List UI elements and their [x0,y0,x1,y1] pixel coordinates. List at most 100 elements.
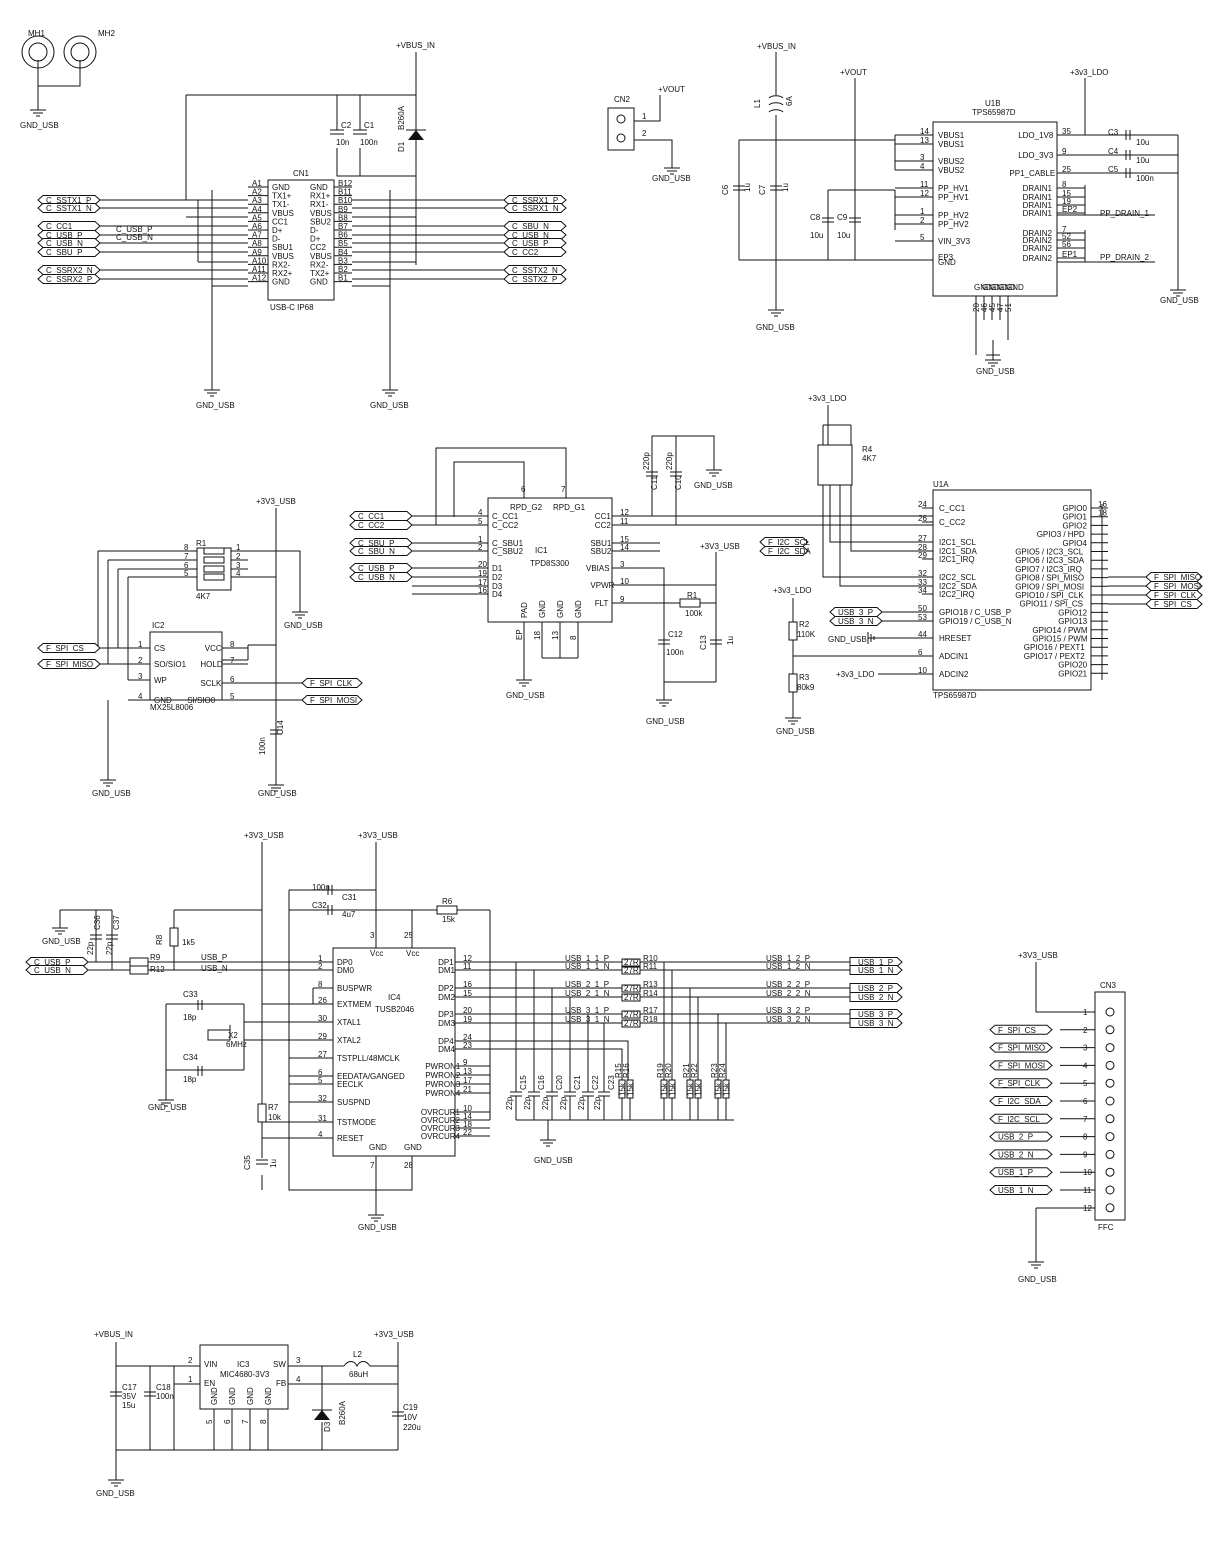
cn3-contact [1105,1043,1115,1053]
r4-array [817,444,853,486]
ic3-fb: FB [276,1379,286,1388]
cn1-label-left: C_CC1 [46,222,73,231]
ic1-label-flag [349,546,413,556]
gnd-u1a-b: GND_USB [828,635,867,644]
ic4-botcap-val: 22p [577,1096,586,1110]
u1b-pin-num: 25 [1062,165,1071,174]
r1-pin-num: 5 [184,569,189,578]
ic3-bottom-name: GND [228,1387,237,1405]
ic4-pin-num: 12 [463,954,472,963]
u1b-pin-name: PP_HV2 [938,211,969,220]
d3-ref: D3 [323,1421,332,1432]
ic2-label-miso: F_SPI_MISO [46,660,93,669]
ic4-botn-1: 28 [404,1161,413,1170]
ic2-pin-name: CS [154,644,165,653]
cn3-label-flag [989,1060,1053,1071]
u1a-pin-name: GPIO18 / C_USB_P [939,608,1011,617]
ic1-label-flag [349,572,413,582]
ic4-pin-num: 11 [463,962,472,971]
ic4-pd-val: 15k [626,1082,635,1096]
gnd-ic4-right: GND_USB [534,1156,573,1165]
u1a-label-usb3p: USB_3_P [838,608,873,617]
c8-ref: C8 [810,213,821,222]
ic1-bottom-name: GND [574,600,583,618]
ic4-ref: IC4 [388,993,401,1002]
cn3-contact [1105,1185,1115,1195]
r1-ref: R1 [196,539,207,548]
ic4-out-net: USB_3_2_N [766,1015,811,1024]
ic4-series-val: 27R [624,993,639,1002]
u1b-pin-num: 56 [1062,240,1071,249]
mh2-label: MH2 [98,29,115,38]
ic2-pin-name: SCLK [200,679,222,688]
cn3-label-flag [989,1185,1053,1195]
ic2-pin-num: 2 [138,656,143,665]
r1-val: 4K7 [196,592,211,601]
ic2-pin-name: SI/SIO0 [187,696,216,705]
u1a-pin-num: 24 [918,500,927,509]
ic2-pin-name: HOLD [200,660,222,669]
u1a-pin-num: 44 [918,630,927,639]
u1a-pin-name: GPIO1 [1063,513,1088,522]
c18-val: 100n [156,1392,174,1401]
ic4-out-label: USB_3_N [858,1019,894,1028]
c2-val: 10n [336,138,349,147]
ic4-out-label: USB_1_P [858,958,893,967]
u1b-vout: +VOUT [840,68,867,77]
cn1-pin-num: A10 [252,256,267,265]
ic2-part: MX25L8006 [150,703,194,712]
ic4-pin-name: RESET [337,1134,364,1143]
mounting-holes: MH1 MH2 GND_USB [20,29,115,130]
r1-pin-num: 2 [236,552,241,561]
u1a-pin-name: I2C1_IRQ [939,555,975,564]
ic4-pin-name: DM2 [438,993,455,1002]
r1-pin-num: 7 [184,552,189,561]
cn1-label-right-flag [503,274,567,284]
cn1-label-right: C_SSRX1_N [512,204,559,213]
ic4-pin-num: 2 [318,962,323,971]
ic4-mid-net: USB_2_1_N [565,989,610,998]
ic2-3v3: +3V3_USB [256,497,296,506]
c13-val: 1u [726,636,735,645]
ic4-out-label: USB_2_P [858,984,893,993]
u1a-pin-name: I2C1_SDA [939,547,977,556]
ic4-pin-num: 29 [318,1032,327,1041]
u1a-pin-num: 29 [918,551,927,560]
ic4-out-label-flag [849,992,903,1002]
cn3-label: F_I2C_SCL [998,1115,1040,1124]
ic4-pin-name: OVRCUR1 [421,1108,461,1117]
cn3-label-flag [989,1149,1053,1160]
ic4-pin-name: BUSPWR [337,984,372,993]
ic1-bottom-num: EP [515,629,524,640]
u1a-pin-num: 50 [918,604,927,613]
gnd-mh: GND_USB [20,121,59,130]
u1b-pin-name: DRAIN1 [1023,201,1053,210]
u1b-pin-name: PP_HV2 [938,220,969,229]
ic1-pin-name: CC1 [595,512,612,521]
u1a-pin-num: 53 [918,613,927,622]
ic4-pin-num: 6 [318,1068,323,1077]
ic4-pin-name: PWRON4 [425,1089,461,1098]
ic1-pin-name: C_SBU2 [492,547,524,556]
ic4-topn-1: 25 [404,931,413,940]
l1-ref: L1 [753,99,762,108]
ic4-pin-name: EEDATA/GANGED [337,1072,405,1081]
c11-ref: C11 [650,475,659,490]
ic4-series-val: 27R [624,984,639,993]
ic4-pin-num: 32 [318,1094,327,1103]
ic1-pin-num: 9 [620,595,625,604]
ic4-pin-name: PWRON3 [425,1080,461,1089]
cn1-pin-name: RX2- [310,260,329,269]
u1b-pin-name: PP1_CABLE [1009,169,1055,178]
ic4-botcap-ref: C22 [591,1075,600,1090]
u1a-pin-name: GPIO4 [1063,539,1088,548]
gnd-u1b-c: GND_USB [976,367,1015,376]
ic4-series-val: 27R [624,958,639,967]
ic4-mid-net: USB_3_1_P [565,1006,609,1015]
gnd-ic3: GND_USB [96,1489,135,1498]
ic3-en-n: 1 [188,1375,193,1384]
ic4-pin-name: DM1 [438,966,455,975]
u1a-pin-name: GPIO3 / HPD [1037,530,1085,539]
